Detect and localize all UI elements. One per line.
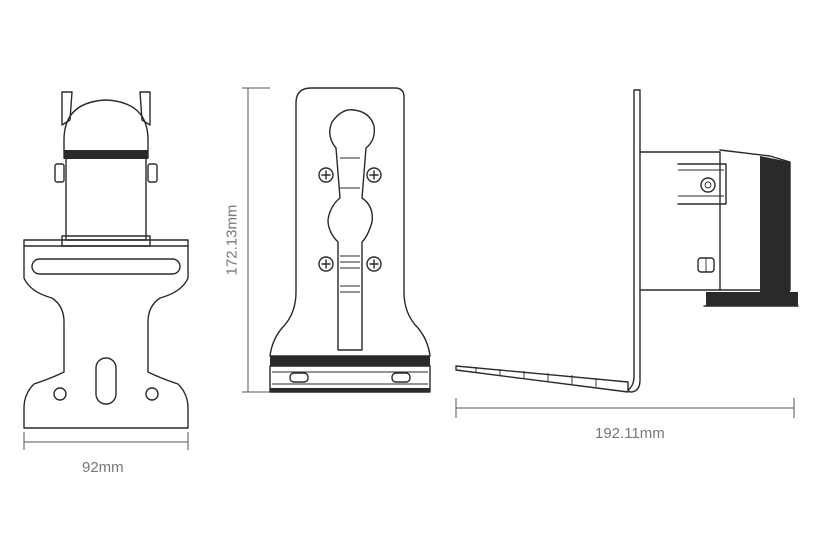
side-base-foot [269,356,431,393]
profile-speaker-housing [639,151,721,291]
depth-label: 192.11mm [595,425,665,442]
depth-dimension [455,398,795,418]
side-keyhole-slot [327,109,376,351]
profile-view [455,89,799,393]
front-horizontal-slot [31,258,181,275]
side-screw-top-right [366,167,382,183]
profile-speaker-foot [706,292,798,306]
profile-angled-arm [455,365,629,393]
side-plate-outline [269,87,431,357]
front-knob-right [147,163,158,183]
height-label: 172.13mm [223,204,241,276]
front-hole-left [53,387,67,401]
profile-speaker-face [760,156,790,300]
front-view [23,91,189,429]
side-screw-bottom-left [318,256,334,272]
width-label: 92mm [82,459,124,476]
front-clamp-arm-left [61,91,73,126]
profile-wall-plate [627,89,641,393]
side-screw-bottom-right [366,256,382,272]
height-dimension [242,87,270,393]
profile-clip [677,163,727,205]
front-top-plate [23,239,189,247]
front-speaker-cap [63,99,149,159]
front-vertical-slot [95,357,117,405]
front-clamp-arm-right [139,91,151,126]
front-body-base [61,235,151,247]
front-cap-band [64,150,148,159]
front-hole-right [145,387,159,401]
side-view [242,87,431,393]
front-bracket-outline [23,245,189,429]
front-knob-left [54,163,65,183]
front-speaker-body [65,158,147,241]
width-dimension [23,432,189,450]
profile-screw [700,177,716,193]
side-screw-top-left [318,167,334,183]
